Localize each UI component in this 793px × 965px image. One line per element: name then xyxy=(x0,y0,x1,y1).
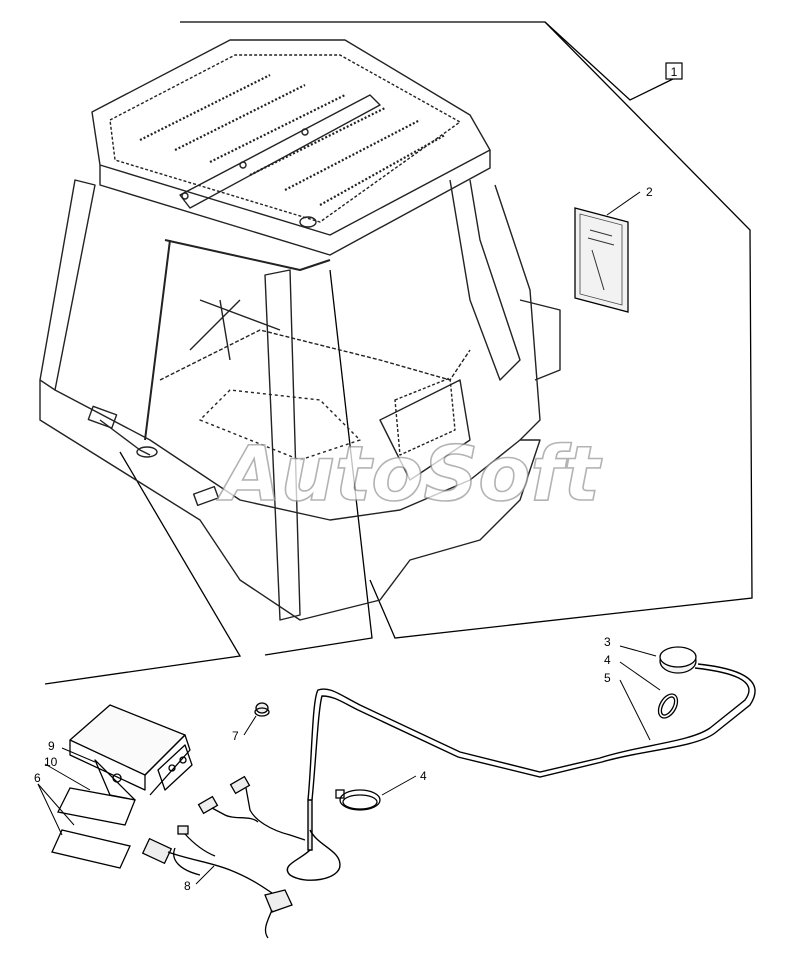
operator-manual xyxy=(574,207,629,313)
kit-callout-box xyxy=(665,62,683,80)
callout-1-label: 1 xyxy=(671,65,678,79)
callout-10-label: 10 xyxy=(44,755,58,769)
callout-3-label: 3 xyxy=(604,635,611,649)
callout-2-label: 2 xyxy=(646,185,653,199)
adhesive-pads xyxy=(51,787,136,869)
callout-7-label: 7 xyxy=(232,729,239,743)
callout-4-lower-label: 4 xyxy=(420,769,427,783)
kit-bracket xyxy=(44,21,753,685)
antenna-cable xyxy=(286,663,756,881)
callout-6-label: 6 xyxy=(34,771,41,785)
callout-9-label: 9 xyxy=(48,739,55,753)
wiring-harness xyxy=(141,775,306,939)
cab-frame xyxy=(39,39,561,621)
watermark-text: AutoSoft xyxy=(217,429,602,518)
callout-4-upper-label: 4 xyxy=(604,653,611,667)
antenna-assembly xyxy=(657,646,697,719)
rubber-plug xyxy=(254,702,270,717)
callout-5-label: 5 xyxy=(604,671,611,685)
callout-8-label: 8 xyxy=(184,879,191,893)
control-module xyxy=(69,704,193,801)
cable-clamp xyxy=(335,789,381,811)
